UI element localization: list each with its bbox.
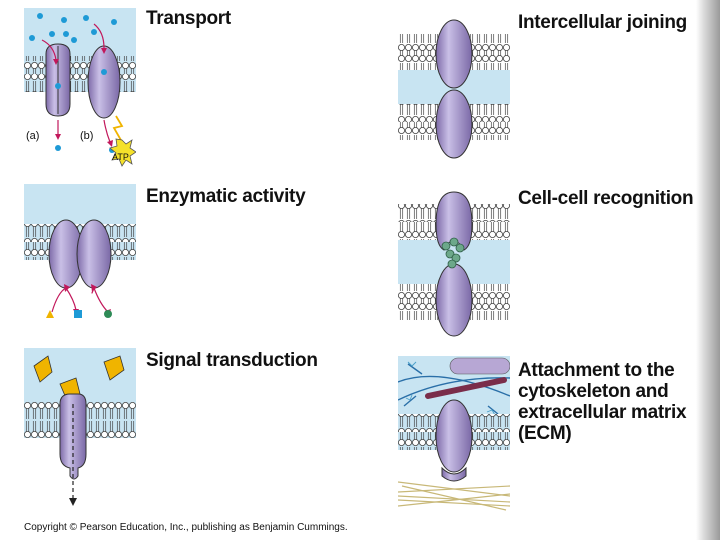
recognition-illustration: [398, 184, 510, 344]
joining-panel: [398, 8, 510, 174]
signal-panel: [24, 348, 136, 514]
joining-title: Intercellular joining: [518, 12, 687, 33]
recognition-panel: [398, 184, 510, 344]
enzymatic-title: Enzymatic activity: [146, 186, 306, 207]
attachment-panel: [398, 356, 510, 514]
recognition-title: Cell-cell recognition: [518, 188, 694, 209]
transport-label-a: (a): [26, 130, 40, 142]
enzymatic-panel: [24, 184, 136, 332]
joining-illustration: [398, 8, 510, 174]
right-edge-shadow: [696, 0, 720, 540]
attachment-title: Attachment to the cytoskeleton and extra…: [518, 360, 687, 444]
signal-illustration: [24, 348, 136, 514]
atp-label: ATP: [112, 152, 129, 162]
attachment-illustration: [398, 356, 510, 514]
transport-title: Transport: [146, 8, 231, 29]
transport-illustration: [24, 8, 136, 174]
transport-label-b: (b): [80, 130, 94, 142]
signal-title: Signal transduction: [146, 350, 318, 371]
copyright-notice: Copyright © Pearson Education, Inc., pub…: [24, 522, 348, 533]
transport-panel: (a) (b) ATP: [24, 8, 136, 174]
enzymatic-illustration: [24, 184, 136, 332]
